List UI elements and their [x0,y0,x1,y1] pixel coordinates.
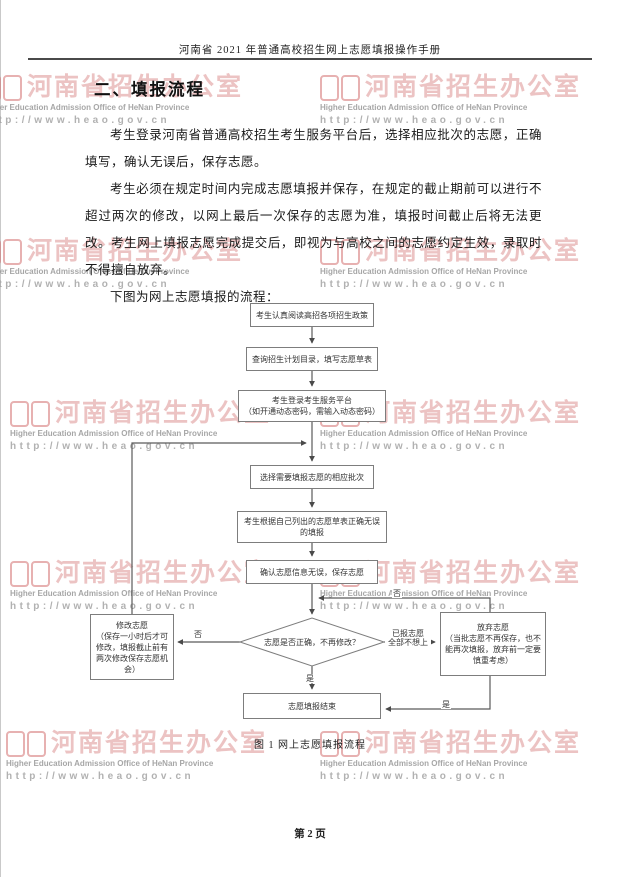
flow-step-read-policy: 考生认真阅读高招各项招生政策 [250,303,374,327]
flow-step-sublabel: （如开通动态密码，需输入动态密码） [244,407,380,416]
flow-step-label: 确认志愿信息无误，保存志愿 [260,567,364,577]
flow-step-sublabel: （保存一小时后才可修改，填报截止前有两次修改保存志愿机会） [96,631,168,674]
watermark-en: Higher Education Admission Office of HeN… [320,758,528,768]
paragraph-3: 下图为网上志愿填报的流程： [110,290,280,304]
flow-step-confirm-save: 确认志愿信息无误，保存志愿 [246,560,378,584]
flow-step-sublabel: （当批志愿不再保存，也不能再次填报，放弃前一定要慎重考虑） [445,634,541,665]
label-abandon-path: 已报志愿 全部不想上 [385,629,431,647]
flow-step-label: 查询招生计划目录，填写志愿草表 [252,354,372,364]
watermark-url: http://www.heao.gov.cn [320,441,509,453]
flow-step-login: 考生登录考生服务平台 （如开通动态密码，需输入动态密码） [238,390,386,422]
label-no-from-abandon: 否 [392,589,402,598]
paragraph-1: 考生登录河南省普通高校招生考生服务平台后，选择相应批次的志愿，正确填写，确认无误… [85,128,542,169]
header-rule [28,58,592,60]
flow-step-label: 修改志愿 [116,620,148,630]
page-number: 第 2 页 [294,829,326,840]
watermark-url: http://www.heao.gov.cn [10,601,199,613]
watermark-cn: 河南省招生办公室 [365,400,582,427]
flow-step-label: 放弃志愿 [477,623,509,632]
flow-decision-correct: 志愿是否正确，不再修改？ [264,638,360,647]
flow-step-label: 考生登录考生服务平台 [272,396,352,405]
watermark-cn: 河南省招生办公室 [365,560,582,587]
watermark-en: Higher Education Admission Office of HeN… [320,588,528,598]
flow-step-abandon: 放弃志愿 （当批志愿不再保存，也不能再次填报，放弃前一定要慎重考虑） [440,612,546,676]
label-abandon-path-line2: 全部不想上 [388,638,428,647]
watermark-en: Higher Education Admission Office of HeN… [320,102,528,112]
flow-step-choose-batch: 选择需要填报志愿的相应批次 [250,465,374,489]
body-text: 考生登录河南省普通高校招生考生服务平台后，选择相应批次的志愿，正确填写，确认无误… [85,122,542,311]
watermark-url: http://www.heao.gov.cn [10,441,199,453]
figure-caption: 图 1 网上志愿填报流程 [254,740,366,751]
label-yes-from-abandon: 是 [441,700,451,709]
flow-step-query-plan: 查询招生计划目录，填写志愿草表 [246,347,378,371]
flow-step-fill-by-draft: 考生根据自己列出的志愿草表正确无误的填报 [237,511,387,543]
watermark-url: http://www.heao.gov.cn [320,771,509,783]
watermark-en: Higher Education Admission Office of HeN… [10,428,218,438]
flow-step-label: 志愿填报结束 [288,701,336,711]
flow-step-label: 考生认真阅读高招各项招生政策 [256,310,368,320]
page-left-edge [0,0,1,877]
heao-logo-icon [0,74,22,101]
heao-logo-icon [10,560,50,587]
watermark-en: Higher Education Admission Office of HeN… [0,102,190,112]
watermark-en: Higher Education Admission Office of HeN… [6,758,214,768]
watermark-en: Higher Education Admission Office of HeN… [320,428,528,438]
label-abandon-path-line1: 已报志愿 [392,629,424,638]
flow-step-label: 考生根据自己列出的志愿草表正确无误的填报 [244,517,380,537]
watermark: 河南省招生办公室 Higher Education Admission Offi… [320,74,620,126]
paragraph-2: 考生必须在规定时间内完成志愿填报并保存，在规定的截止期前可以进行不超过两次的修改… [85,182,542,277]
section-title: 二、填报流程 [94,80,205,99]
watermark-cn: 河南省招生办公室 [55,560,272,587]
flow-step-end: 志愿填报结束 [243,693,381,719]
heao-logo-icon [0,238,22,265]
document-header-title: 河南省 2021 年普通高校招生网上志愿填报操作手册 [178,45,442,56]
watermark-url: http://www.heao.gov.cn [320,601,509,613]
label-no-to-modify: 否 [194,630,202,639]
heao-logo-icon [320,74,360,101]
flow-step-modify: 修改志愿 （保存一小时后才可修改，填报截止前有两次修改保存志愿机会） [90,614,174,680]
heao-logo-icon [10,400,50,427]
watermark-en: Higher Education Admission Office of HeN… [10,588,218,598]
watermark-url: http://www.heao.gov.cn [6,771,195,783]
flow-step-label: 选择需要填报志愿的相应批次 [260,472,364,482]
watermark-cn: 河南省招生办公室 [365,74,582,101]
label-yes-to-end: 是 [305,674,315,683]
